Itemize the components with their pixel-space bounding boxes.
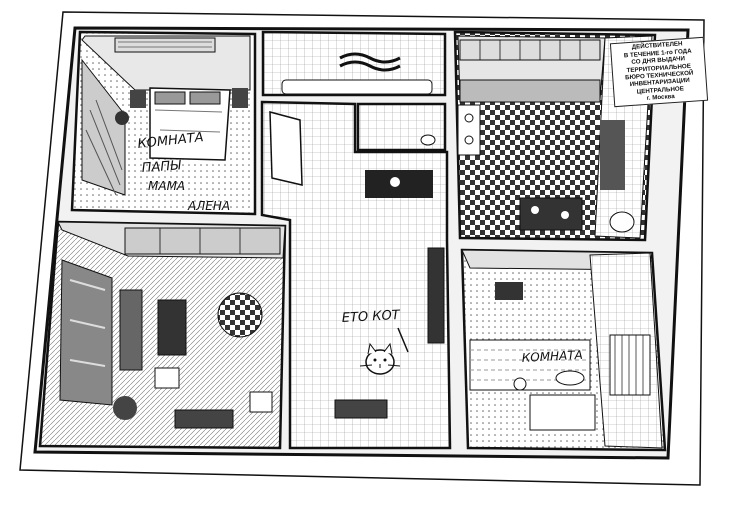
plant-icon xyxy=(115,111,129,125)
bedroom-label: КОМНАТА ПАПЫ МАМА АЛЕНА xyxy=(137,130,230,213)
wall-shelf xyxy=(114,37,216,53)
ball-icon xyxy=(513,377,527,391)
hallway xyxy=(260,100,452,450)
bathtub xyxy=(281,79,433,95)
cat-label: ЕТО КОТ xyxy=(341,308,401,326)
toilet-icon xyxy=(420,134,436,146)
towel-radiator xyxy=(339,52,401,64)
wardrobe xyxy=(427,247,445,344)
nightstand xyxy=(130,90,146,108)
kids-bed xyxy=(529,394,596,431)
coffee-table xyxy=(157,299,187,356)
toilet-room xyxy=(356,102,447,152)
plant-icon xyxy=(113,396,137,420)
side-chair xyxy=(249,391,273,413)
bathroom xyxy=(261,30,447,97)
checker-rug xyxy=(217,292,263,338)
crib xyxy=(609,334,651,396)
tv-stand xyxy=(174,409,234,429)
bedroom-label-line3: МАМА xyxy=(148,179,185,193)
open-door xyxy=(269,111,303,186)
bedroom-label-line1: КОМНАТА xyxy=(137,130,204,152)
double-bed xyxy=(149,87,231,161)
dining-table xyxy=(519,197,583,231)
kitchen-cabinets xyxy=(459,39,601,61)
cat-icon xyxy=(359,342,401,375)
kitchen-counter xyxy=(459,79,601,103)
window-curtain xyxy=(81,58,126,196)
kitchen-plants xyxy=(600,120,625,190)
bedroom-label-line4: АЛЕНА xyxy=(187,199,230,213)
living-window xyxy=(59,259,113,406)
kids-room xyxy=(460,248,667,452)
bedroom-label-line2: ПАПЫ xyxy=(141,158,182,176)
stamp-line: г. Москва xyxy=(646,93,675,103)
sofa xyxy=(119,289,143,371)
armchair xyxy=(154,367,180,389)
stove xyxy=(457,104,481,156)
entrance-rug xyxy=(334,399,388,419)
nightstand xyxy=(232,88,248,108)
living-room xyxy=(38,220,287,450)
bedroom xyxy=(70,30,257,216)
sleeping-cat-icon xyxy=(555,370,585,386)
wall-unit xyxy=(124,227,281,255)
kids-desk xyxy=(495,282,523,300)
cat-arrow xyxy=(397,327,409,353)
round-mirror xyxy=(609,211,635,233)
kids-room-label: КОМНАТА xyxy=(521,348,583,365)
